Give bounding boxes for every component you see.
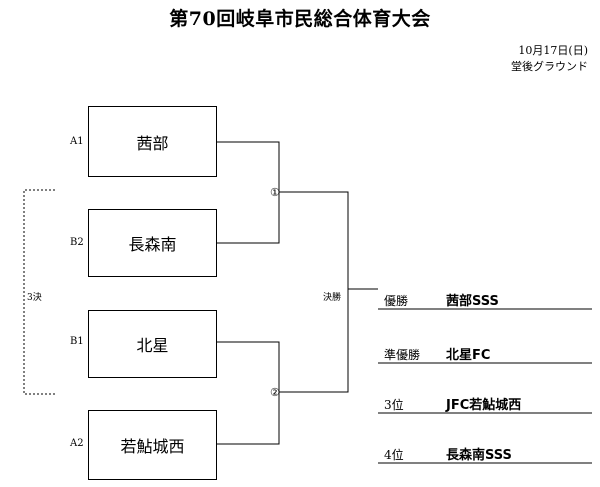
bracket-line-a1 (217, 141, 280, 192)
team-name: 長森南 (128, 235, 177, 254)
bracket-line-final-top (279, 191, 349, 289)
match-1-label: ① (270, 186, 280, 199)
team-name: 北星 (136, 336, 169, 355)
match-date: 10月17日(日) (518, 44, 588, 57)
page-title: 第70回岐阜市民総合体育大会 (169, 8, 431, 30)
seed-label: A2 (70, 438, 84, 449)
team-box-a2: 若鮎城西 (88, 410, 217, 480)
result-team-4: 長森南SSS (446, 448, 512, 463)
bracket-line-b1 (217, 341, 280, 392)
result-team-3: JFC若鮎城西 (446, 398, 522, 413)
result-rank-2: 準優勝 (384, 348, 421, 362)
team-box-a1: 茜部 (88, 106, 217, 177)
team-name: 若鮎城西 (120, 437, 185, 456)
seed-label: A1 (70, 136, 84, 147)
result-team-2: 北星FC (446, 348, 491, 363)
third-place-label: 3決 (27, 293, 42, 303)
bracket-line-b2 (217, 192, 280, 244)
team-name: 茜部 (136, 133, 169, 153)
third-place-line (23, 189, 55, 395)
result-team-1: 茜部SSS (446, 294, 499, 309)
bracket-line-a2 (217, 392, 280, 445)
match-2-label: ② (270, 386, 280, 399)
result-rank-1: 優勝 (384, 294, 409, 308)
seed-label: B1 (70, 336, 84, 347)
final-label: 決勝 (323, 293, 342, 303)
match-venue: 堂後グラウンド (511, 60, 588, 73)
team-box-b1: 北星 (88, 310, 217, 378)
team-box-b2: 長森南 (88, 209, 217, 277)
bracket-line-final-bottom (279, 289, 349, 393)
result-rank-3: 3位 (384, 398, 404, 412)
result-rank-4: 4位 (384, 448, 404, 462)
seed-label: B2 (70, 237, 84, 248)
